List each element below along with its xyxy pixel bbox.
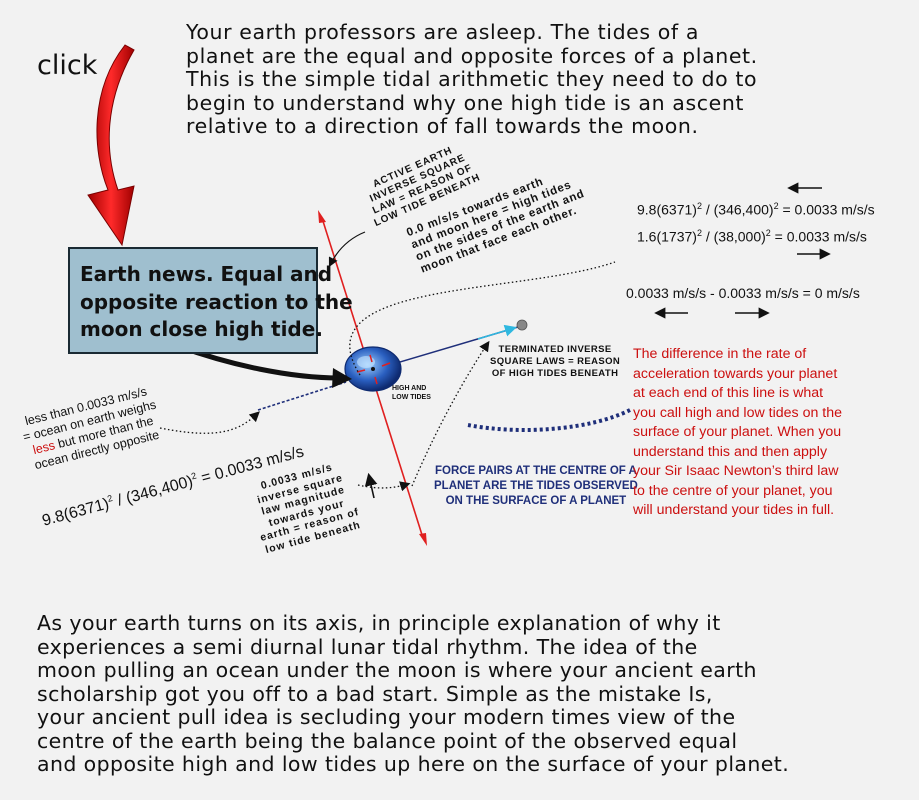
- red-line: to the centre of your planet, you: [633, 482, 833, 499]
- eq1-exp: 2: [773, 201, 779, 211]
- eq1-base: 9.8(6371): [637, 201, 697, 218]
- outro-line: centre of the earth being the balance po…: [37, 728, 738, 753]
- force-pairs-line: ON THE SURFACE OF A PLANET: [445, 495, 627, 507]
- axis-top-arrow-icon: [318, 210, 326, 223]
- equation-earth: 9.8(6371)2 / (346,400)2 = 0.0033 m/s/s: [637, 201, 875, 218]
- force-pairs-line: PLANET ARE THE TIDES OBSERVED: [434, 480, 638, 492]
- red-line: you call high and low tides on the: [633, 404, 843, 421]
- eq2-tail: = 0.0033 m/s/s: [770, 228, 867, 245]
- outro-line: moon pulling an ocean under the moon is …: [37, 658, 757, 682]
- news-line: opposite reaction to the: [80, 289, 353, 314]
- axis-bottom-arrow-icon: [419, 533, 427, 546]
- eq1-tail: = 0.0033 m/s/s: [778, 201, 875, 218]
- red-line: will understand your tides in full.: [633, 502, 835, 518]
- outro-line: and opposite high and low tides up here …: [37, 752, 790, 776]
- red-line: understand this and then apply: [633, 443, 828, 460]
- force-pairs-label: FORCE PAIRS AT THE CENTRE OF A PLANET AR…: [434, 464, 638, 509]
- dotted-connector-3: [159, 411, 260, 434]
- outro-line: your ancient pull idea is secluding your…: [37, 705, 736, 729]
- red-explanation: The difference in the rate of accelerati…: [633, 345, 883, 521]
- red-line: The difference in the rate of: [633, 346, 807, 362]
- outro-paragraph: As your earth turns on its axis, in prin…: [37, 611, 887, 777]
- intro-line: relative to a direction of fall towards …: [186, 114, 699, 138]
- red-line: acceleration towards your planet: [633, 365, 838, 382]
- equation-moon: 1.6(1737)2 / (38,000)2 = 0.0033 m/s/s: [637, 228, 867, 245]
- dotted-connector-1: [349, 261, 616, 376]
- dotted-connector-2: [411, 340, 490, 487]
- terminated-line: TERMINATED INVERSE: [498, 344, 612, 355]
- earth-icon: [344, 346, 402, 392]
- moon-icon: [516, 319, 528, 331]
- equation-difference: 0.0033 m/s/s - 0.0033 m/s/s = 0 m/s/s: [626, 285, 860, 301]
- blue-dotted-curve: [467, 408, 631, 432]
- news-arrow-head-icon: [332, 368, 352, 388]
- high-low-line: LOW TIDES: [392, 394, 431, 401]
- eq2-exp: 2: [696, 228, 702, 238]
- terminated-label: TERMINATED INVERSE SQUARE LAWS = REASON …: [490, 344, 620, 380]
- big-red-arrow-icon: [87, 44, 135, 247]
- click-label: click: [37, 50, 98, 81]
- earth-moon-tip: [477, 324, 517, 340]
- red-line: surface of your planet. When you: [633, 424, 842, 440]
- intro-paragraph: Your earth professors are asleep. The ti…: [186, 20, 866, 139]
- intro-line: This is the simple tidal arithmetic they…: [186, 67, 758, 91]
- arrow-up-small: [364, 472, 378, 499]
- eq1-mid: / (346,400): [701, 201, 774, 218]
- outro-line: experiences a semi diurnal lunar tidal r…: [37, 634, 698, 659]
- intro-line: Your earth professors are asleep. The ti…: [186, 20, 700, 44]
- terminated-line: SQUARE LAWS = REASON: [490, 356, 621, 367]
- news-line: moon close high tide.: [80, 317, 323, 341]
- force-pairs-line: FORCE PAIRS AT THE CENTRE OF A: [434, 465, 637, 477]
- red-line: at each end of this line is what: [633, 385, 824, 401]
- eq2-exp: 2: [765, 228, 771, 238]
- earth-news-box: Earth news. Equal and opposite reaction …: [68, 247, 353, 354]
- terminated-line: OF HIGH TIDES BENEATH: [491, 368, 619, 379]
- intro-line: planet are the equal and opposite forces…: [186, 43, 758, 68]
- eq2-base: 1.6(1737): [637, 228, 697, 245]
- outro-line: As your earth turns on its axis, in prin…: [37, 611, 721, 635]
- outro-line: scholarship got you off to a bad start. …: [37, 681, 713, 706]
- active-label-connector: [328, 231, 366, 268]
- eq1-exp: 2: [696, 201, 702, 211]
- intro-line: begin to understand why one high tide is…: [186, 90, 745, 115]
- eq2-mid: / (38,000): [701, 228, 766, 245]
- high-low-tides-label: HIGH AND LOW TIDES: [392, 384, 431, 402]
- red-line: your Sir Isaac Newton’s third law: [633, 463, 839, 479]
- news-line: Earth news. Equal and: [80, 262, 333, 286]
- dashed-left-line: [257, 381, 347, 411]
- dotted-connector-4: [357, 481, 411, 492]
- high-low-line: HIGH AND: [392, 385, 427, 392]
